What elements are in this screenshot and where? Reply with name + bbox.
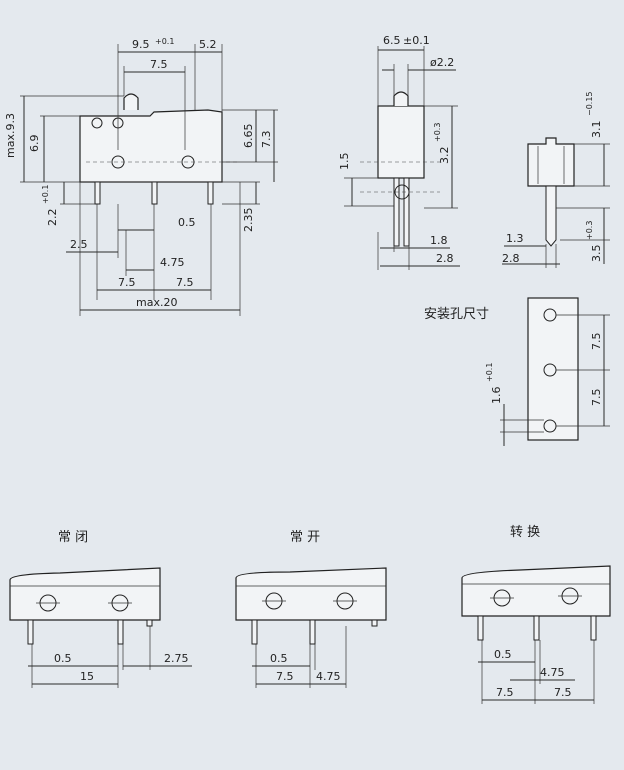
- dim-1-3: 1.3: [506, 232, 524, 245]
- end-view: 3.1 −0.15 1.3 2.8 3.5 +0.3: [502, 91, 610, 268]
- side-view: 6.5 ±0.1 ø2.2 1.5 3.2 +0.3 1.8 2.8: [338, 34, 460, 270]
- terminal-pin: [371, 619, 378, 627]
- tol-9-5: +0.1: [155, 37, 174, 46]
- co-dim-0-5: 0.5: [494, 648, 512, 661]
- tol-2-2: +0.1: [41, 185, 50, 204]
- co-body: [461, 565, 611, 617]
- actuator: [393, 91, 409, 106]
- dim-2-8: 2.8: [502, 252, 520, 265]
- dim-2-8: 2.8: [436, 252, 454, 265]
- co-title: 转 换: [510, 525, 540, 540]
- dim-3-5: 3.5: [590, 245, 603, 263]
- dim-max-9-3: max.9.3: [4, 113, 17, 158]
- tol-1-6: +0.1: [485, 363, 494, 382]
- dim-7-3: 7.3: [260, 131, 273, 149]
- terminal-pin: [151, 181, 158, 205]
- terminal-pin: [545, 185, 557, 247]
- mounting-hole-dimensions: 安装孔尺寸 7.5 7.5 1.6 +0.1: [424, 297, 610, 446]
- front-view: 9.5 +0.1 5.2 7.5 max.9.3 6.9 6.65 7.3 2.…: [4, 37, 278, 316]
- tol-3-1: −0.15: [585, 91, 594, 116]
- terminal-pin: [393, 177, 400, 247]
- terminal-pin: [309, 619, 316, 645]
- co-dim-4-75: 4.75: [540, 666, 565, 679]
- co-dim-7-5-left: 7.5: [496, 686, 514, 699]
- dim-1-6: 1.6: [490, 387, 503, 405]
- dim-7-5-right: 7.5: [176, 276, 194, 289]
- mounting-title: 安装孔尺寸: [424, 307, 489, 322]
- nc-body: [9, 567, 161, 621]
- variant-changeover: 转 换 0.5 4.75 7.5 7.5: [461, 525, 611, 704]
- terminal-pin: [251, 619, 258, 645]
- nc-dim-2-75: 2.75: [164, 652, 189, 665]
- variant-normally-open: 常 开 0.5 7.5 4.75: [235, 530, 387, 688]
- no-dim-4-75: 4.75: [316, 670, 341, 683]
- terminal-pin: [533, 615, 540, 641]
- dim-6-65: 6.65: [242, 124, 255, 149]
- hole: [91, 117, 103, 129]
- nc-title: 常 闭: [58, 530, 88, 545]
- dim-6-5: 6.5: [383, 34, 401, 47]
- dim-3-1: 3.1: [590, 121, 603, 139]
- nc-dim-0-5: 0.5: [54, 652, 72, 665]
- co-dim-7-5-right: 7.5: [554, 686, 572, 699]
- terminal-pin: [207, 181, 214, 205]
- tol-3-5: +0.3: [585, 221, 594, 240]
- dim-2-35: 2.35: [242, 208, 255, 233]
- terminal-pin: [27, 619, 34, 645]
- dim-1-5: 1.5: [338, 153, 351, 171]
- dim-7-5-top: 7.5: [590, 333, 603, 351]
- dim-7-5-left: 7.5: [118, 276, 136, 289]
- no-body: [235, 567, 387, 621]
- dim-7-5-bottom: 7.5: [590, 389, 603, 407]
- dim-2-5: 2.5: [70, 238, 88, 251]
- nc-dim-15: 15: [80, 670, 94, 683]
- terminal-pin: [146, 619, 153, 627]
- mounting-outline: [527, 297, 579, 441]
- dim-9-5: 9.5: [132, 38, 150, 51]
- dim-4-75: 4.75: [160, 256, 185, 269]
- dim-5-2: 5.2: [199, 38, 217, 51]
- variant-normally-closed: 常 闭 0.5 2.75 15: [9, 530, 192, 688]
- dim-2-2: 2.2: [46, 209, 59, 227]
- dim-1-8: 1.8: [430, 234, 448, 247]
- no-dim-7-5: 7.5: [276, 670, 294, 683]
- terminal-pin: [477, 615, 484, 641]
- switch-side-body: [377, 105, 425, 179]
- dim-3-2: 3.2: [438, 147, 451, 165]
- tol-6-5: ±0.1: [403, 34, 430, 47]
- terminal-pin: [94, 181, 101, 205]
- terminal-pin: [117, 619, 124, 645]
- tol-3-2: +0.3: [433, 123, 442, 142]
- dim-max-20: max.20: [136, 296, 177, 309]
- no-dim-0-5: 0.5: [270, 652, 288, 665]
- no-title: 常 开: [290, 530, 320, 545]
- dim-6-9: 6.9: [28, 135, 41, 153]
- dim-0-5: 0.5: [178, 216, 196, 229]
- terminal-pin: [403, 177, 410, 247]
- switch-end-body: [527, 137, 575, 187]
- dim-diameter-2-2: ø2.2: [430, 56, 454, 69]
- dim-7-5-top: 7.5: [150, 58, 168, 71]
- terminal-pin: [590, 615, 597, 641]
- actuator: [123, 93, 139, 110]
